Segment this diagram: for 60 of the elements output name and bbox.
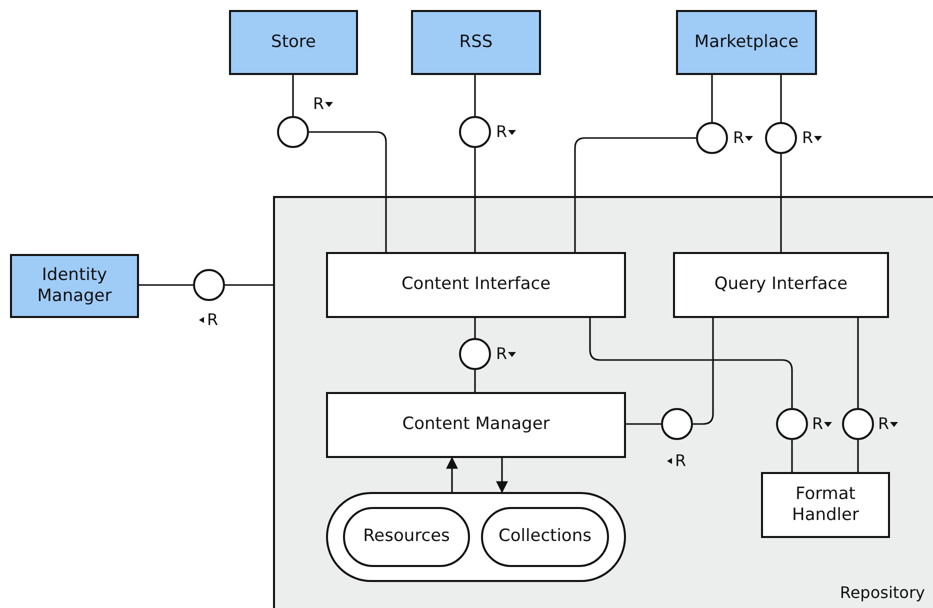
component-box <box>761 472 890 538</box>
interface-label: R <box>733 130 754 146</box>
box-label: Format Handler <box>791 484 860 526</box>
interface-label: R <box>199 312 218 328</box>
interface-circle <box>765 122 797 154</box>
interface-label: R <box>812 416 832 432</box>
component-box <box>411 10 541 75</box>
connector-line <box>626 423 661 425</box>
connector-line <box>474 370 476 392</box>
box-label: Content Interface <box>400 274 552 296</box>
interface-label: R <box>496 124 516 140</box>
connector-line <box>857 440 859 472</box>
arrow <box>496 458 508 494</box>
arrow <box>446 456 458 492</box>
connector-line <box>857 318 859 408</box>
box-label: Resources <box>362 526 451 548</box>
interface-circle <box>696 122 728 154</box>
connector-line <box>225 284 273 286</box>
connector-line <box>780 75 782 122</box>
interface-label: R <box>802 130 822 146</box>
component-box <box>673 252 889 318</box>
component-box <box>481 507 609 567</box>
connector-line <box>791 440 793 472</box>
interface-circle <box>277 116 309 148</box>
component-box <box>343 507 470 567</box>
interface-label: R <box>878 416 898 432</box>
interface-circle <box>776 408 808 440</box>
container-label: Repository <box>840 583 925 602</box>
interface-circle <box>661 408 693 440</box>
component-box <box>676 10 817 75</box>
container-box <box>273 196 933 608</box>
box-label: Content Manager <box>401 414 551 436</box>
box-label: Store <box>270 32 317 54</box>
box-label: RSS <box>458 32 494 54</box>
connector-line <box>474 75 476 116</box>
interface-label: R <box>496 346 516 362</box>
component-box <box>229 10 358 75</box>
component-box <box>10 254 139 318</box>
connector-line <box>711 75 713 122</box>
box-label: Collections <box>498 526 592 548</box>
connector-line <box>474 148 476 252</box>
connector-line <box>292 75 294 116</box>
interface-circle <box>842 408 874 440</box>
connector-line <box>139 284 193 286</box>
connector-line <box>309 131 387 252</box>
connector-line <box>780 154 782 252</box>
interface-label: R <box>667 453 686 469</box>
interface-circle <box>459 338 491 370</box>
box-label: Identity Manager <box>36 264 113 308</box>
interface-circle <box>459 116 491 148</box>
box-label: Query Interface <box>713 274 849 296</box>
connector-line <box>574 137 696 252</box>
box-label: Marketplace <box>693 32 800 54</box>
interface-label: R <box>313 96 334 112</box>
connector-line <box>589 318 793 408</box>
component-box <box>326 392 626 458</box>
interface-circle <box>193 269 225 301</box>
component-box <box>326 252 626 318</box>
connector-line <box>474 318 476 338</box>
connector-line <box>693 318 714 425</box>
